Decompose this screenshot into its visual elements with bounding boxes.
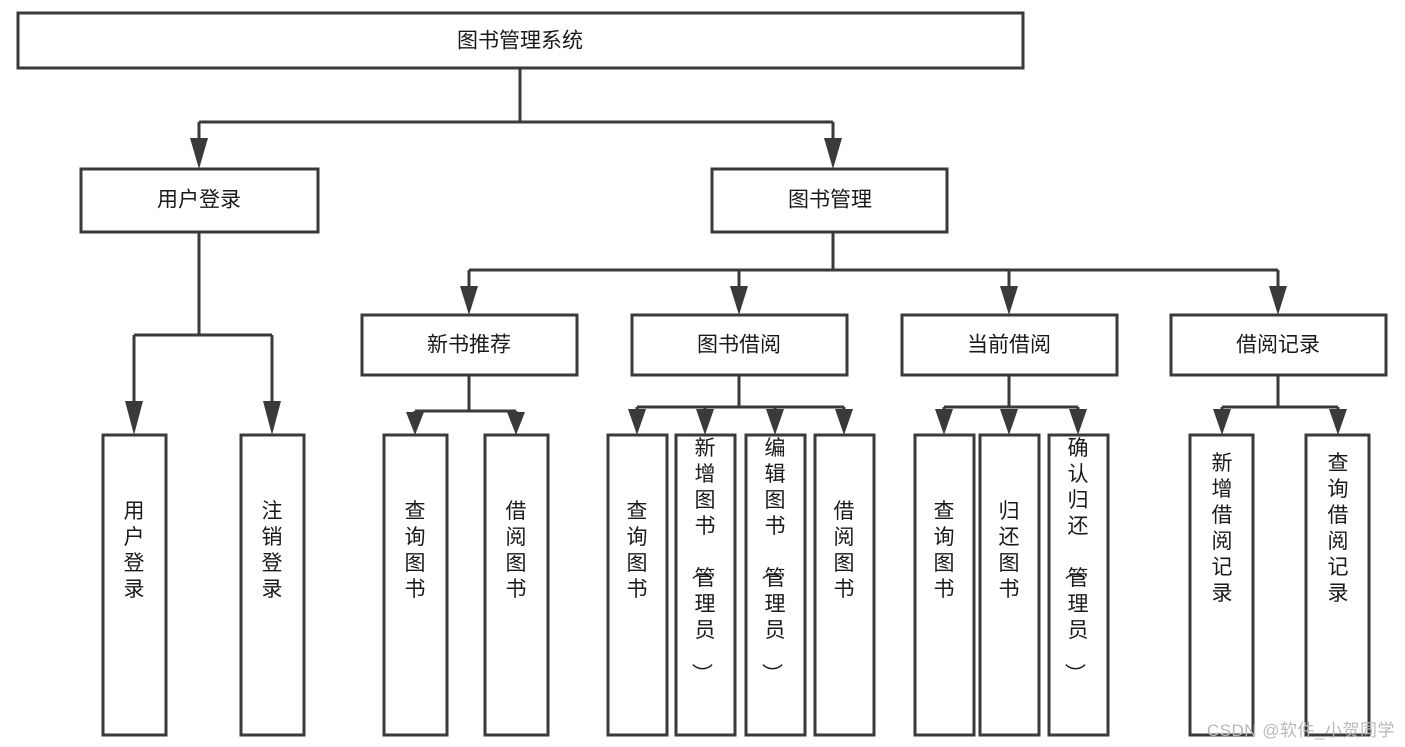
leaf-box[interactable] xyxy=(813,433,876,737)
connectors-book-manage-to-level3 xyxy=(460,232,1287,315)
leaf-label: 新增图书（管理员） xyxy=(690,437,716,684)
arrow-head-icon xyxy=(1069,409,1087,435)
leaf-label: 借阅图书 xyxy=(834,500,855,601)
node-current-borrow-box[interactable] xyxy=(900,313,1119,377)
connectors-borrow-record-to-leaves xyxy=(1213,375,1347,435)
arrow-head-icon xyxy=(1000,409,1018,435)
node-user-login[interactable]: 用户登录 xyxy=(79,167,320,234)
node-user-login-box[interactable] xyxy=(79,167,320,234)
arrow-head-icon xyxy=(1269,286,1287,315)
arrow-head-icon xyxy=(628,409,646,435)
leaf-new-book-2[interactable]: 借阅图书 xyxy=(483,433,550,737)
leaf-book-borrow-3[interactable]: 编辑图书（管理员） xyxy=(744,433,807,737)
connectors-root-to-level2 xyxy=(190,68,842,169)
node-book-manage-box[interactable] xyxy=(710,167,949,234)
leaf-label: 新增借阅记录 xyxy=(1212,452,1233,605)
arrow-head-icon xyxy=(460,286,478,315)
node-book-manage[interactable]: 图书管理 xyxy=(710,167,949,234)
leaf-book-borrow-4[interactable]: 借阅图书 xyxy=(813,433,876,737)
leaf-box[interactable] xyxy=(1304,433,1371,737)
arrow-head-icon xyxy=(1000,286,1018,315)
leaf-box[interactable] xyxy=(1047,433,1110,737)
leaf-box[interactable] xyxy=(913,433,976,737)
leaf-box[interactable] xyxy=(483,433,550,737)
arrow-head-icon xyxy=(263,401,281,435)
connectors-book-borrow-to-leaves xyxy=(628,375,853,435)
node-borrow-record-label: 借阅记录 xyxy=(1236,334,1320,357)
leaf-label: 查询图书 xyxy=(934,500,955,601)
arrow-head-icon xyxy=(835,409,853,435)
node-current-borrow[interactable]: 当前借阅 xyxy=(900,313,1119,377)
node-new-book-recommend[interactable]: 新书推荐 xyxy=(360,313,579,377)
node-book-manage-label: 图书管理 xyxy=(788,189,872,212)
arrow-head-icon xyxy=(1329,409,1347,435)
arrow-head-icon xyxy=(766,409,784,435)
node-book-borrow[interactable]: 图书借阅 xyxy=(630,313,849,377)
node-root[interactable]: 图书管理系统 xyxy=(16,11,1025,70)
leaf-label: 查询图书 xyxy=(405,500,426,601)
arrow-head-icon xyxy=(935,409,953,435)
arrow-head-icon xyxy=(406,412,424,435)
node-borrow-record[interactable]: 借阅记录 xyxy=(1169,313,1388,377)
leaf-borrow-record-1[interactable]: 新增借阅记录 xyxy=(1188,433,1255,737)
node-user-login-label: 用户登录 xyxy=(157,189,241,212)
leaf-box[interactable] xyxy=(978,433,1041,737)
leaf-box[interactable] xyxy=(606,433,669,737)
connectors-new-book-to-leaves xyxy=(406,375,525,435)
node-book-borrow-box[interactable] xyxy=(630,313,849,377)
leaf-book-borrow-1[interactable]: 查询图书 xyxy=(606,433,669,737)
leaf-box[interactable] xyxy=(744,433,807,737)
leaf-label: 确认归还（管理员） xyxy=(1063,437,1089,684)
leaf-borrow-record-2[interactable]: 查询借阅记录 xyxy=(1304,433,1371,737)
leaf-current-borrow-1[interactable]: 查询图书 xyxy=(913,433,976,737)
leaf-label: 编辑图书（管理员） xyxy=(760,437,786,684)
arrow-head-icon xyxy=(190,138,208,169)
leaf-label: 借阅图书 xyxy=(506,500,527,601)
leaf-box[interactable] xyxy=(239,433,306,737)
arrow-head-icon xyxy=(824,138,842,169)
leaf-label: 归还图书 xyxy=(999,500,1020,601)
leaf-label: 查询图书 xyxy=(627,500,648,601)
leaf-label: 用户登录 xyxy=(124,500,145,601)
arrow-head-icon xyxy=(730,286,748,315)
leaf-book-borrow-2[interactable]: 新增图书（管理员） xyxy=(674,433,737,737)
connectors-user-login-to-leaves xyxy=(125,232,281,435)
node-current-borrow-label: 当前借阅 xyxy=(967,334,1051,357)
connectors-current-borrow-to-leaves xyxy=(935,375,1087,435)
node-borrow-record-box[interactable] xyxy=(1169,313,1388,377)
arrow-head-icon xyxy=(1213,409,1231,435)
arrow-head-icon xyxy=(696,409,714,435)
leaf-current-borrow-2[interactable]: 归还图书 xyxy=(978,433,1041,737)
node-new-book-recommend-box[interactable] xyxy=(360,313,579,377)
node-root-box[interactable] xyxy=(16,11,1025,70)
node-root-label: 图书管理系统 xyxy=(457,30,583,53)
leaf-box[interactable] xyxy=(674,433,737,737)
leaf-label: 注销登录 xyxy=(262,500,283,601)
leaf-user-login-2[interactable]: 注销登录 xyxy=(239,433,306,737)
leaf-label: 查询借阅记录 xyxy=(1328,452,1349,605)
arrow-head-icon xyxy=(125,401,143,435)
leaf-box[interactable] xyxy=(1188,433,1255,737)
node-book-borrow-label: 图书借阅 xyxy=(697,334,781,357)
node-new-book-recommend-label: 新书推荐 xyxy=(427,334,511,357)
arrow-head-icon xyxy=(507,412,525,435)
leaf-new-book-1[interactable]: 查询图书 xyxy=(382,433,449,737)
leaf-box[interactable] xyxy=(101,433,168,737)
leaf-user-login-1[interactable]: 用户登录 xyxy=(101,433,168,737)
leaf-current-borrow-3[interactable]: 确认归还（管理员） xyxy=(1047,433,1110,737)
leaf-box[interactable] xyxy=(382,433,449,737)
